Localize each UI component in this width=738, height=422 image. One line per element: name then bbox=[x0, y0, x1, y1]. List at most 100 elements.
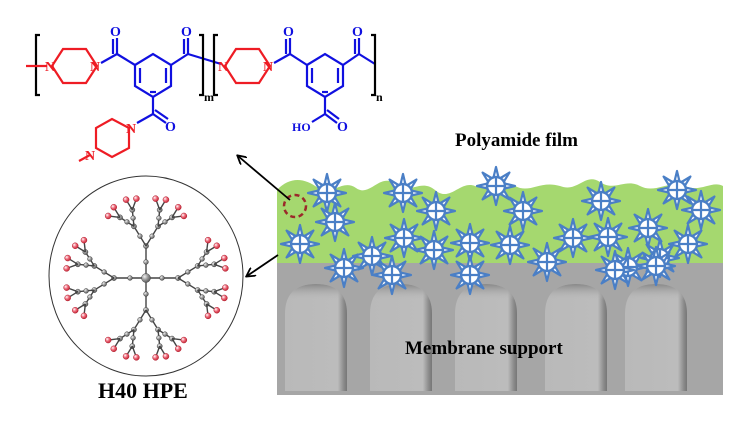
carbon-atom bbox=[203, 288, 209, 294]
oxygen-atom bbox=[80, 236, 88, 244]
carbon-atom bbox=[162, 331, 168, 337]
hpe-particle bbox=[552, 217, 594, 259]
oxygen-atom bbox=[221, 294, 228, 302]
hpe-particle bbox=[489, 224, 531, 266]
oxygen-atom bbox=[133, 195, 140, 202]
membrane-cross-section bbox=[277, 165, 723, 395]
carbon-atom bbox=[159, 275, 165, 281]
hpe-particle bbox=[306, 172, 348, 214]
atom-n: N bbox=[126, 122, 136, 137]
atom-n: N bbox=[45, 60, 55, 75]
oxygen-atom bbox=[122, 196, 130, 203]
atom-n: N bbox=[218, 60, 228, 75]
hpe-particle bbox=[680, 189, 722, 231]
atom-ho: HO bbox=[292, 120, 311, 134]
carbon-atom bbox=[149, 317, 155, 323]
carbon-atom bbox=[127, 275, 133, 281]
hpe-particle bbox=[580, 180, 622, 222]
carbon-atom bbox=[156, 215, 162, 221]
arrow-to-structure bbox=[238, 156, 291, 201]
oxygen-atom bbox=[180, 212, 188, 220]
atom-o: O bbox=[283, 25, 294, 40]
oxygen-atom bbox=[213, 306, 221, 314]
atom-o: O bbox=[337, 120, 348, 135]
carbon-atom bbox=[185, 281, 191, 287]
hpe-particle bbox=[594, 249, 636, 291]
oxygen-atom bbox=[162, 196, 170, 203]
carbon-atom bbox=[162, 219, 168, 225]
arrow-to-hpe bbox=[247, 254, 279, 276]
hpe-particle bbox=[371, 254, 413, 296]
highlight-circle bbox=[282, 193, 308, 219]
bracket-left-2 bbox=[212, 33, 218, 97]
carbon-atom bbox=[130, 215, 136, 221]
carbon-atom bbox=[101, 281, 107, 287]
atom-n: N bbox=[263, 60, 273, 75]
hpe-particle bbox=[415, 190, 457, 232]
hpe-label: H40 HPE bbox=[98, 378, 188, 403]
oxygen-atom bbox=[71, 242, 79, 250]
oxygen-atom bbox=[152, 195, 159, 202]
oxygen-atom bbox=[204, 312, 212, 320]
carbon-atom bbox=[130, 335, 136, 341]
oxygen-atom bbox=[162, 353, 170, 360]
polymer-structure bbox=[26, 33, 377, 162]
oxygen-atom bbox=[71, 306, 79, 314]
hpe-particle bbox=[635, 245, 677, 287]
carbon-atom bbox=[143, 291, 149, 297]
benzene-ring-1 bbox=[133, 52, 173, 99]
oxygen-atom bbox=[152, 354, 159, 361]
bracket-right-m bbox=[199, 33, 205, 97]
oxygen-atom bbox=[64, 294, 71, 302]
support-pore bbox=[625, 284, 687, 391]
atom-n: N bbox=[90, 60, 100, 75]
oxygen-atom bbox=[104, 336, 112, 344]
piperazine-ring-3 bbox=[94, 117, 131, 159]
carbon-atom bbox=[203, 262, 209, 268]
oxygen-atom bbox=[64, 254, 71, 262]
oxygen-atom bbox=[110, 345, 118, 353]
oxygen-atom bbox=[222, 265, 229, 272]
hpe-particle bbox=[449, 254, 491, 296]
atom-o: O bbox=[181, 25, 192, 40]
oxygen-atom bbox=[63, 265, 70, 272]
support-pore bbox=[545, 284, 607, 391]
carbon-atom bbox=[124, 331, 130, 337]
carbon-atom bbox=[101, 269, 107, 275]
hpe-particle bbox=[279, 223, 321, 265]
oxygen-atom bbox=[213, 242, 221, 250]
carbon-atom bbox=[83, 288, 89, 294]
carbon-atom bbox=[143, 259, 149, 265]
piperazine-ring-2 bbox=[223, 47, 272, 85]
hpe-particle bbox=[475, 165, 517, 207]
hpe-particle bbox=[667, 223, 709, 265]
oxygen-atom bbox=[180, 336, 188, 344]
subscript-n: n bbox=[376, 90, 383, 104]
oxygen-atom bbox=[174, 203, 182, 211]
subscript-m: m bbox=[204, 90, 214, 104]
oxygen-atom bbox=[133, 354, 140, 361]
atom-o: O bbox=[110, 25, 121, 40]
hpe-particle bbox=[526, 241, 568, 283]
oxygen-atom bbox=[110, 203, 118, 211]
hpe-particle bbox=[587, 216, 629, 258]
carbon-atom bbox=[199, 256, 205, 262]
hpe-particle bbox=[413, 229, 455, 271]
hpe-particle bbox=[383, 217, 425, 259]
oxygen-atom bbox=[221, 254, 228, 262]
carbon-atom bbox=[199, 294, 205, 300]
hpe-particle bbox=[627, 207, 669, 249]
support-pore bbox=[455, 284, 517, 391]
carbon-atom bbox=[87, 294, 93, 300]
carbon-atom bbox=[185, 269, 191, 275]
oxygen-atom bbox=[222, 284, 229, 291]
carbon-atom bbox=[149, 233, 155, 239]
oxygen-atom bbox=[122, 353, 130, 360]
carbon-atom bbox=[137, 233, 143, 239]
hpe-particle bbox=[502, 190, 544, 232]
carbon-atom bbox=[137, 317, 143, 323]
benzene-ring-2 bbox=[305, 52, 345, 99]
carbon-atom bbox=[87, 256, 93, 262]
